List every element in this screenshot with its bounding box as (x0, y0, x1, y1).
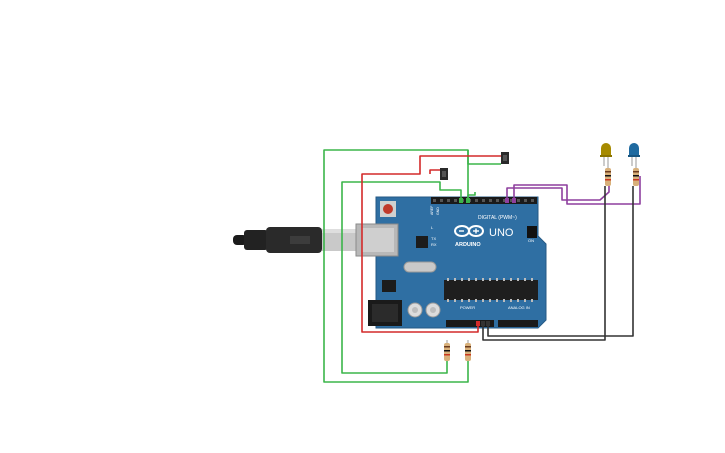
analog-header[interactable] (498, 320, 538, 327)
on-label: ON (528, 238, 534, 243)
wire-red-2[interactable] (429, 169, 440, 174)
resistor-led-yellow[interactable] (605, 166, 611, 186)
wires[interactable] (323, 149, 641, 383)
board-name: UNO (489, 227, 514, 239)
rx-label: RX (431, 242, 437, 247)
reset-button[interactable] (383, 204, 393, 214)
l-label: L (431, 225, 434, 230)
icsp-header (527, 226, 537, 238)
wire-purple-1[interactable] (506, 176, 610, 201)
atmega-chip (444, 280, 538, 300)
push-button-1[interactable] (501, 152, 509, 164)
wire-purple-2[interactable] (513, 176, 641, 205)
brand-label: ARDUINO (455, 242, 481, 248)
crystal (403, 261, 437, 273)
power-header[interactable] (446, 320, 494, 327)
aref-label: AREF (430, 206, 434, 215)
resistor-led-blue[interactable] (633, 166, 639, 186)
wire-red-1[interactable] (361, 155, 501, 333)
wire-green-4[interactable] (467, 192, 476, 200)
usb-cable[interactable] (233, 227, 356, 253)
analog-label: ANALOG IN (508, 305, 530, 310)
resistor-button-1[interactable] (444, 340, 450, 361)
pin-connections (459, 198, 516, 326)
wire-black-2[interactable] (487, 186, 634, 337)
digital-label: DIGITAL (PWM~) (478, 215, 517, 221)
arduino-logo (454, 225, 484, 237)
wire-black-1[interactable] (482, 186, 606, 341)
resistor-button-2[interactable] (465, 340, 471, 361)
tx-label: TX (431, 236, 436, 241)
led-yellow[interactable] (600, 143, 612, 166)
power-label: POWER (460, 305, 475, 310)
push-button-2[interactable] (440, 168, 448, 180)
led-blue[interactable] (628, 143, 640, 166)
arduino-uno-board[interactable]: DIGITAL (PWM~) AREF GND ON L TX RX POWER… (355, 196, 547, 329)
wire-green-3[interactable] (467, 150, 501, 165)
gnd-label: GND (436, 207, 440, 215)
regulator (382, 280, 396, 292)
usb-chip (416, 236, 428, 248)
wire-green-2[interactable] (341, 181, 462, 374)
